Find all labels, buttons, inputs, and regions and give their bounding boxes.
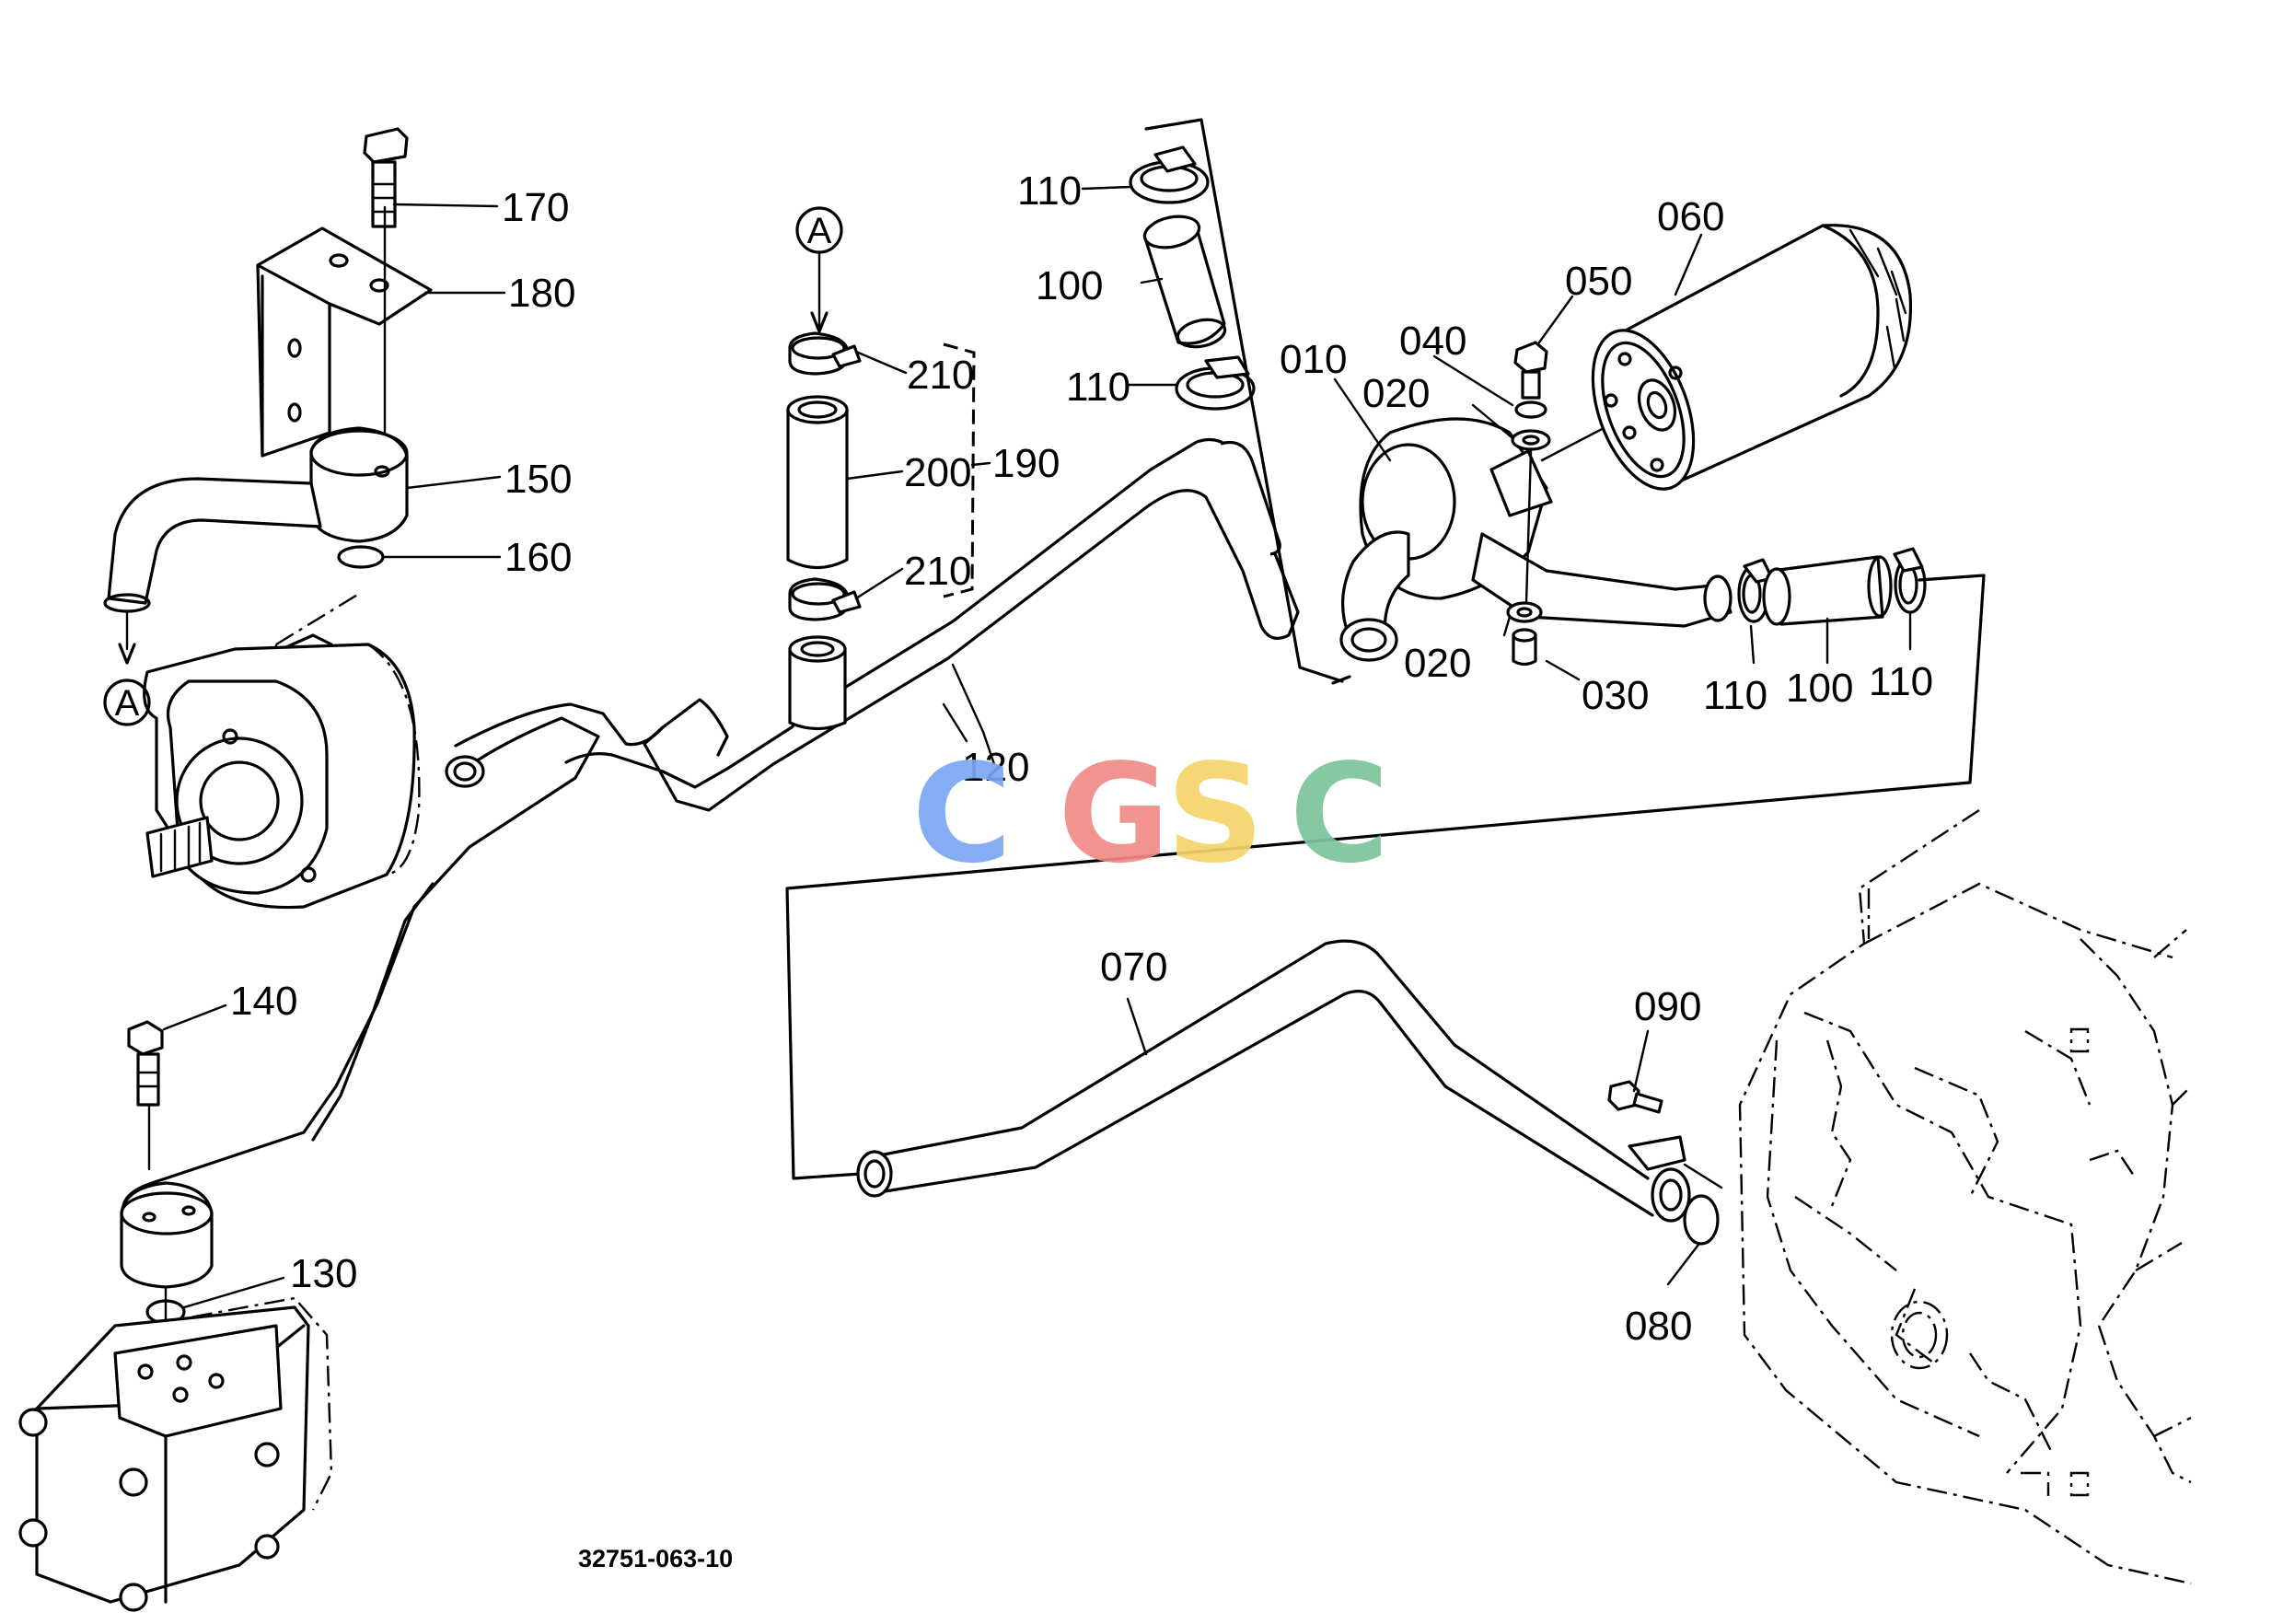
- washer-040: [1514, 400, 1547, 419]
- filter-head-010: [1339, 417, 1733, 662]
- label-200: 200: [904, 450, 971, 495]
- label-020-lower: 020: [1404, 641, 1471, 686]
- label-070: 070: [1100, 945, 1167, 990]
- hose-100-top: [1142, 215, 1227, 349]
- label-120: 120: [962, 745, 1029, 790]
- transmission-housing: [1738, 808, 2192, 1585]
- label-050: 050: [1565, 259, 1632, 304]
- label-140: 140: [230, 979, 297, 1024]
- hose-200: [786, 395, 849, 569]
- bracket-frame-right: [785, 574, 1986, 1180]
- hydraulic-pump-upper: [143, 592, 421, 910]
- oring-160: [337, 545, 385, 569]
- watermark-letter: S: [1166, 735, 1265, 893]
- drawing-code: 32751-063-10: [578, 1545, 733, 1572]
- label-110-right-b: 110: [1869, 659, 1933, 704]
- reference-marker-a-bottom: A: [103, 679, 151, 726]
- bolt-090: [1607, 1080, 1663, 1114]
- clamp-110-top: [1129, 145, 1210, 204]
- watermark-letter: G: [1058, 735, 1169, 893]
- label-210-lower: 210: [904, 549, 971, 594]
- pipe-070: [856, 939, 1691, 1223]
- label-180: 180: [508, 271, 575, 316]
- label-110-top: 110: [1017, 168, 1082, 214]
- label-150: 150: [504, 457, 572, 502]
- bracket-frame-upper: [1144, 118, 1351, 685]
- oil-filter-060: [1591, 224, 1913, 491]
- reference-marker-a-top: A: [795, 206, 843, 333]
- reference-marker-label: A: [115, 683, 140, 724]
- label-020-upper: 020: [1362, 371, 1430, 416]
- spacer-030: [1512, 628, 1537, 667]
- label-190: 190: [992, 441, 1060, 486]
- label-100-right: 100: [1786, 666, 1853, 711]
- bolt-axis: [1524, 449, 1533, 605]
- label-110-middle: 110: [1066, 365, 1130, 410]
- bracket-180: [256, 205, 433, 458]
- label-060: 060: [1657, 194, 1724, 239]
- label-010: 010: [1280, 337, 1347, 382]
- clamp-210-lower: [788, 577, 862, 621]
- clamp-110-middle: [1175, 355, 1256, 411]
- leader-lines: [162, 185, 1912, 1309]
- watermark: C G S C: [912, 735, 1390, 893]
- bolt-140: [127, 1020, 164, 1171]
- pipe-120-lower-end: [120, 1181, 214, 1289]
- hydraulic-pump-lower: [18, 1296, 333, 1612]
- label-090: 090: [1634, 984, 1701, 1029]
- label-100-top: 100: [1036, 263, 1103, 308]
- label-130: 130: [290, 1251, 357, 1296]
- washer-020-lower: [1506, 601, 1543, 623]
- hose-100-right: [1762, 555, 1893, 626]
- washer-020-upper: [1511, 429, 1551, 451]
- reference-marker-label: A: [807, 211, 832, 251]
- label-040: 040: [1399, 319, 1466, 364]
- clamp-110-right-b: [1893, 547, 1927, 614]
- label-080: 080: [1625, 1304, 1692, 1349]
- oring-080: [1683, 1194, 1720, 1246]
- label-170: 170: [502, 185, 569, 230]
- clamp-210-upper: [788, 331, 862, 376]
- label-210-upper: 210: [907, 353, 974, 398]
- watermark-letter: C: [1290, 735, 1390, 893]
- pipe-150: [103, 426, 409, 665]
- watermark-letter: C: [912, 735, 1013, 893]
- label-030: 030: [1582, 673, 1649, 718]
- label-110-right-a: 110: [1703, 673, 1767, 718]
- bolt-050: [1513, 341, 1548, 400]
- pipe-axis: [1683, 1163, 1723, 1189]
- label-160: 160: [504, 535, 572, 580]
